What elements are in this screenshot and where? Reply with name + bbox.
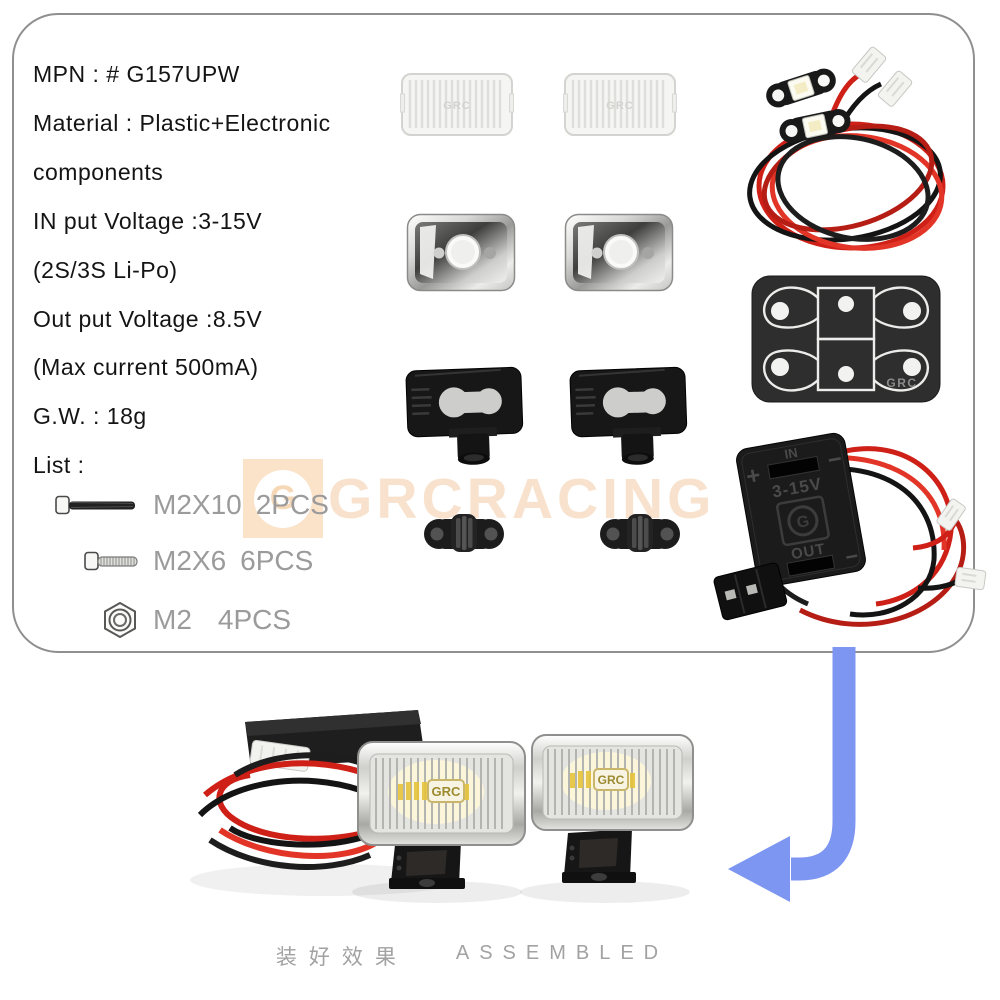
- spec-line-components: components: [33, 158, 164, 185]
- curved-down-left-arrow-icon: [728, 647, 856, 902]
- hardware-qty: 4PCS: [217, 604, 292, 635]
- lens-logo-text: GRC: [443, 100, 470, 112]
- voltage-controller-assembly: IN + − 3-15V G OUT + −: [713, 432, 987, 627]
- clear-lens-cover-right: GRC: [563, 73, 677, 136]
- caption-english: ASSEMBLED: [455, 942, 669, 964]
- servo-connector-icon: [713, 562, 788, 621]
- hardware-row-m2x6: M2X6 6PCS: [84, 545, 313, 577]
- hex-nut-icon: [104, 602, 136, 638]
- spec-line-input-voltage: IN put Voltage :3-15V: [33, 207, 263, 234]
- hardware-qty: 6PCS: [240, 545, 314, 576]
- assembled-light-logo: GRC: [432, 784, 462, 799]
- controller-in-label: IN: [783, 445, 798, 462]
- assembled-lights-photo: GRC GRC: [190, 710, 694, 903]
- caption-chinese: 装好效果: [275, 946, 408, 969]
- black-housing-right: [569, 366, 688, 465]
- mount-bracket-right: [600, 514, 680, 552]
- mount-bracket-left: [424, 514, 504, 552]
- spec-line-list-heading: List :: [33, 452, 85, 479]
- black-housing-left: [405, 366, 524, 465]
- assembled-light-left: GRC: [357, 741, 526, 846]
- plate-logo-text: GRC: [886, 376, 917, 390]
- spec-line-weight: G.W. : 18g: [33, 403, 147, 430]
- hardware-qty: 2PCS: [255, 489, 329, 520]
- controller-minus: −: [826, 445, 844, 474]
- spec-line-max-current: (Max current 500mA): [33, 354, 259, 381]
- hardware-row-m2x10: M2X10 2PCS: [55, 489, 329, 521]
- spec-line-mpn: MPN : # G157UPW: [33, 61, 240, 87]
- hardware-row-m2: M2 4PCS: [101, 602, 291, 638]
- controller-box: IN + − 3-15V G OUT + −: [736, 432, 866, 588]
- hardware-size: M2X10: [153, 489, 242, 520]
- spec-line-output-voltage: Out put Voltage :8.5V: [33, 305, 263, 332]
- metal-mount-plate: GRC: [751, 275, 941, 403]
- controller-plus: +: [744, 462, 762, 491]
- light-stand-bracket: [562, 829, 636, 883]
- controller-minus: −: [843, 543, 860, 570]
- caption: 装好效果 ASSEMBLED: [0, 941, 972, 971]
- led-module-icon: [766, 68, 851, 143]
- clear-lens-cover-left: GRC: [400, 73, 514, 136]
- lens-logo-text: GRC: [606, 100, 633, 112]
- assembled-light-logo: GRC: [598, 773, 625, 787]
- assembled-light-right: GRC: [531, 734, 694, 831]
- led-wire-assembly: [747, 46, 946, 251]
- long-screw-icon: [55, 495, 135, 515]
- jst-connector-icon: [851, 46, 913, 107]
- hardware-size: M2X6: [153, 545, 227, 576]
- jst-connector-icon: [936, 498, 987, 591]
- controller-logo-letter: G: [796, 513, 811, 532]
- hardware-size: M2: [153, 604, 192, 635]
- chrome-housing-left: [406, 213, 516, 292]
- spec-line-lipo: (2S/3S Li-Po): [33, 256, 178, 283]
- spec-line-material: Material : Plastic+Electronic: [33, 109, 331, 136]
- brand-logo-icon: G: [243, 459, 323, 538]
- chrome-housing-right: [564, 213, 674, 292]
- light-stand-bracket: [389, 841, 465, 889]
- short-screw-icon: [84, 551, 138, 571]
- spec-list: MPN : # G157UPW Material : Plastic+Elect…: [33, 50, 331, 490]
- brand-logo-letter: G: [269, 479, 297, 517]
